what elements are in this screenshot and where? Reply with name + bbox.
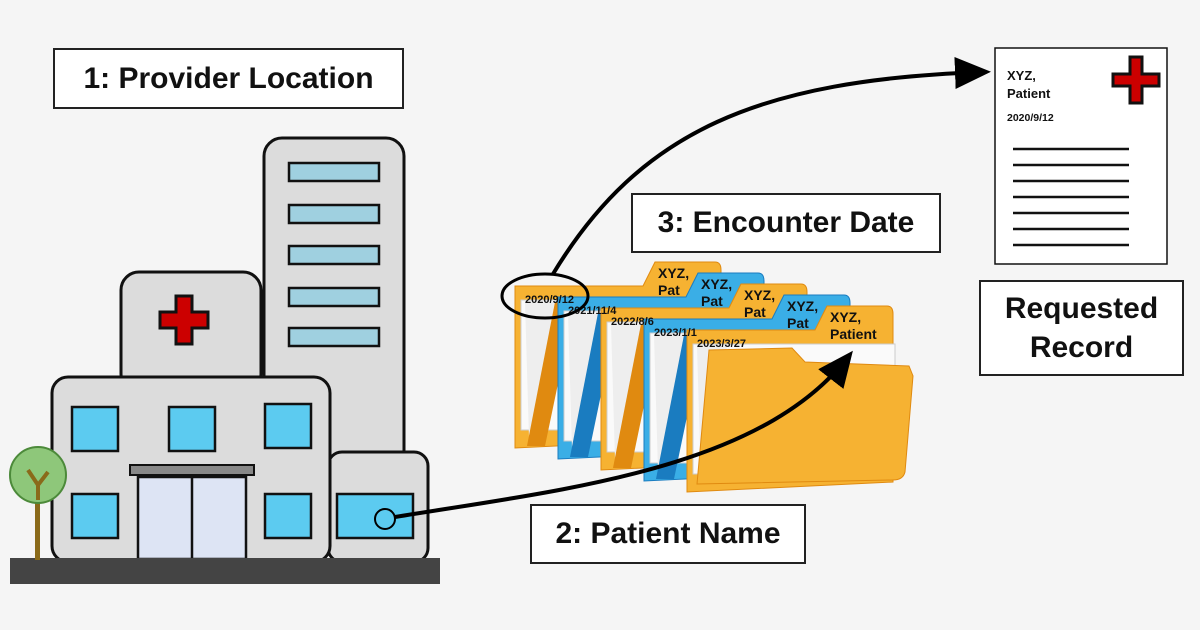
- arrow-patient-name: [394, 350, 853, 519]
- folder-name-line2: Patient: [830, 326, 877, 342]
- folder: [686, 305, 914, 493]
- folder-name-line1: XYZ,: [830, 309, 861, 325]
- red-cross-icon: [1111, 55, 1161, 105]
- folder-name-line1: XYZ,: [787, 298, 818, 314]
- requested-record-line2: Record: [1029, 331, 1134, 364]
- record-date: 2020/9/12: [1007, 112, 1054, 124]
- folder-name-line1: XYZ,: [744, 287, 775, 303]
- label-patient-name: 2: Patient Name: [530, 504, 806, 564]
- red-cross-icon: [158, 294, 210, 346]
- folder-stack: [514, 261, 914, 493]
- arrow-origin-circle: [374, 508, 396, 530]
- folder-date: 2023/3/27: [697, 338, 746, 350]
- arrow-encounter-date: [551, 57, 991, 276]
- label-requested-record: Requested Record: [979, 280, 1184, 376]
- folder-date: 2020/9/12: [525, 294, 574, 306]
- label-encounter-date: 3: Encounter Date: [631, 193, 941, 253]
- folder-name-line2: Pat: [701, 293, 723, 309]
- hospital-icon: [10, 136, 440, 584]
- folder-date: 2022/8/6: [611, 316, 654, 328]
- date-highlight-ellipse: [500, 272, 590, 320]
- folder-name-line2: Pat: [787, 315, 809, 331]
- requested-record-document: XYZ, Patient 2020/9/12: [994, 47, 1168, 265]
- tree-icon: [9, 446, 67, 560]
- record-text-lines: [1013, 147, 1129, 247]
- folder-date: 2023/1/1: [654, 327, 697, 339]
- record-name-line1: XYZ,: [1007, 68, 1036, 83]
- label-provider-location: 1: Provider Location: [53, 48, 404, 109]
- requested-record-line1: Requested: [1004, 292, 1159, 325]
- record-name-line2: Patient: [1007, 86, 1051, 101]
- folder-name-line2: Pat: [658, 282, 680, 298]
- folder-name-line1: XYZ,: [701, 276, 732, 292]
- folder-name-line2: Pat: [744, 304, 766, 320]
- folder-name-line1: XYZ,: [658, 265, 689, 281]
